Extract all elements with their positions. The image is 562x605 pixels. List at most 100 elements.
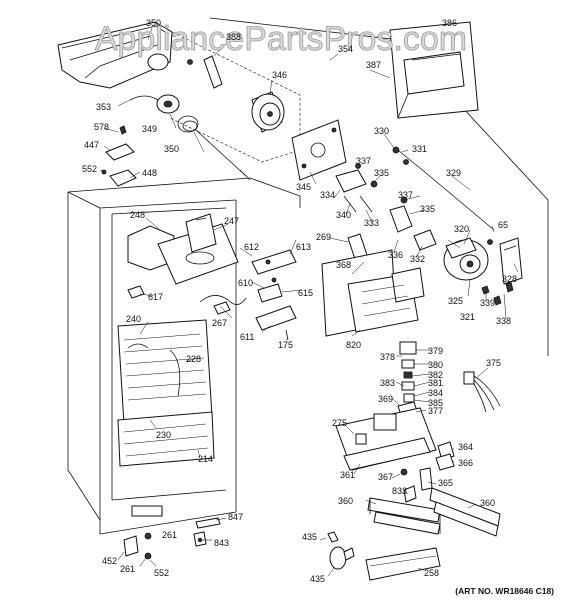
callout-label[interactable]: 617 (148, 292, 163, 302)
callout-label[interactable]: 350 (164, 144, 179, 154)
callout-label[interactable]: 611 (240, 332, 254, 342)
wire-harness-part[interactable] (463, 371, 501, 413)
rail-part-left[interactable] (367, 497, 441, 535)
callout-label[interactable]: 385 (428, 398, 443, 408)
callout-label[interactable]: 321 (460, 312, 475, 322)
callout-label[interactable]: 820 (346, 340, 361, 350)
auger-coupler-part[interactable] (129, 94, 180, 114)
dispenser-motor-part[interactable] (443, 237, 489, 281)
callout-label[interactable]: 247 (224, 216, 239, 226)
callout-label[interactable]: 360 (338, 496, 353, 506)
callout-label[interactable]: 275 (332, 418, 347, 428)
callout-label[interactable]: 248 (130, 210, 145, 220)
callout-label[interactable]: 384 (428, 388, 443, 398)
callout-label[interactable]: 387 (366, 60, 381, 70)
callout-label[interactable]: 578 (94, 122, 109, 132)
clip-part-617[interactable] (127, 285, 145, 299)
pin-part-388[interactable] (187, 55, 223, 89)
callout-label[interactable]: 329 (446, 168, 461, 178)
callout-label[interactable]: 382 (428, 370, 443, 380)
callout-label[interactable]: 320 (454, 224, 469, 234)
callout-label[interactable]: 377 (428, 406, 443, 416)
lever-part-336[interactable] (389, 196, 437, 251)
callout-label[interactable]: 335 (420, 204, 435, 214)
callout-label[interactable]: 353 (96, 102, 111, 112)
part-261[interactable] (144, 532, 152, 560)
heater-bracket-part-267[interactable] (199, 295, 247, 315)
callout-label[interactable]: 350 (146, 18, 161, 28)
screws-339-321-338[interactable] (481, 239, 514, 306)
callout-label[interactable]: 452 (102, 556, 117, 566)
callout-label[interactable]: 345 (296, 182, 311, 192)
rail-part-right[interactable] (429, 487, 501, 537)
callout-label[interactable]: 335 (374, 168, 389, 178)
callout-label[interactable]: 368 (336, 260, 351, 270)
callout-label[interactable]: 369 (378, 394, 393, 404)
callout-label[interactable]: 346 (272, 70, 287, 80)
callout-label[interactable]: 258 (424, 568, 439, 578)
callout-label[interactable]: 332 (410, 254, 425, 264)
screw-part-578[interactable] (119, 125, 127, 135)
callout-label[interactable]: 612 (244, 242, 259, 252)
callout-label[interactable]: 336 (388, 250, 403, 260)
callout-label[interactable]: 334 (320, 190, 335, 200)
ice-bucket-part[interactable] (57, 21, 173, 89)
callout-label[interactable]: 388 (226, 32, 241, 42)
motor-mount-plate-part[interactable] (291, 119, 347, 181)
callout-label[interactable]: 337 (356, 156, 371, 166)
callout-label[interactable]: 435 (302, 532, 317, 542)
callout-label[interactable]: 328 (502, 274, 517, 284)
callout-label[interactable]: 330 (374, 126, 389, 136)
callout-label[interactable]: 230 (156, 430, 171, 440)
callout-label[interactable]: 552 (82, 164, 97, 174)
callout-label[interactable]: 339 (480, 298, 495, 308)
callout-label[interactable]: 261 (120, 564, 135, 574)
callout-label[interactable]: 364 (458, 442, 473, 452)
callout-label[interactable]: 381 (428, 378, 443, 388)
hinge-part-847[interactable] (195, 517, 221, 529)
callout-label[interactable]: 367 (378, 472, 393, 482)
callout-label[interactable]: 338 (496, 316, 511, 326)
callout-label[interactable]: 325 (448, 296, 463, 306)
light-bulb-part[interactable] (327, 531, 355, 570)
callout-label[interactable]: 383 (380, 378, 395, 388)
callout-label[interactable]: 843 (214, 538, 229, 548)
callout-label[interactable]: 331 (412, 144, 427, 154)
dispenser-housing-part[interactable] (389, 21, 479, 119)
switch-stack-part[interactable] (397, 341, 419, 419)
bracket-part-611[interactable] (255, 305, 297, 341)
bracket-part-447[interactable] (105, 143, 135, 161)
control-housing-part[interactable] (335, 407, 437, 471)
light-cover-part[interactable] (365, 547, 441, 581)
actuator-linkage-part[interactable] (335, 146, 495, 231)
callout-label[interactable]: 386 (442, 18, 457, 28)
bracket-part-448[interactable] (101, 169, 137, 187)
callout-label[interactable]: 340 (336, 210, 351, 220)
callout-label[interactable]: 349 (142, 124, 157, 134)
callout-label[interactable]: 375 (486, 358, 501, 368)
callout-label[interactable]: 267 (212, 318, 227, 328)
callout-label[interactable]: 361 (340, 470, 355, 480)
icemaker-part[interactable] (321, 249, 425, 337)
part-452[interactable] (123, 535, 139, 557)
callout-label[interactable]: 613 (296, 242, 311, 252)
spring-part[interactable] (177, 115, 251, 181)
defrost-heater-part[interactable] (117, 411, 215, 467)
callout-label[interactable]: 354 (338, 44, 353, 54)
switch-part-366[interactable] (435, 453, 455, 471)
callout-label[interactable]: 379 (428, 346, 443, 356)
callout-label[interactable]: 269 (316, 232, 331, 242)
callout-label[interactable]: 610 (238, 278, 253, 288)
callout-label[interactable]: 366 (458, 458, 473, 468)
callout-label[interactable]: 65 (498, 220, 508, 230)
bracket-part-610[interactable] (257, 277, 283, 303)
callout-label[interactable]: 447 (84, 140, 99, 150)
callout-label[interactable]: 615 (298, 288, 313, 298)
callout-label[interactable]: 214 (198, 454, 213, 464)
callout-label[interactable]: 360 (480, 498, 495, 508)
fan-shroud-part[interactable] (127, 213, 239, 285)
callout-label[interactable]: 333 (364, 218, 379, 228)
callout-label[interactable]: 261 (162, 530, 177, 540)
bracket-part-328[interactable] (499, 237, 523, 285)
callout-label[interactable]: 435 (310, 574, 325, 584)
